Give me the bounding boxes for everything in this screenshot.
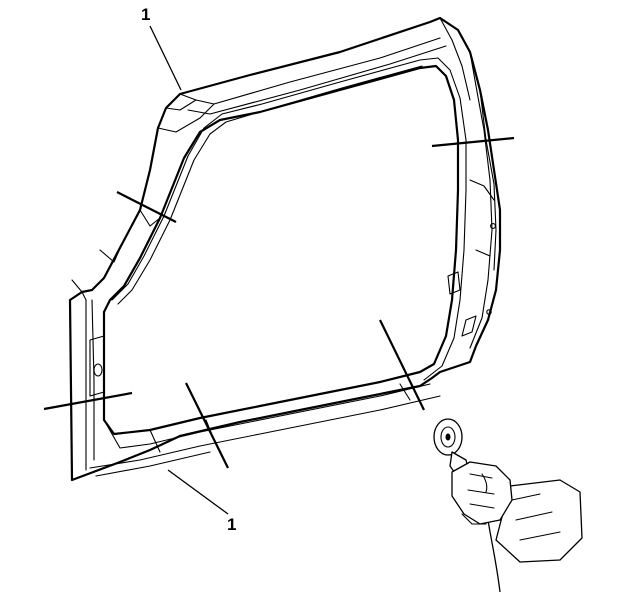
cut-line-hinge-pillar: [43, 391, 133, 411]
callout-number-top: 1: [141, 5, 150, 24]
cut-line-rocker-rear: [379, 319, 425, 411]
grinder-icon: [433, 418, 583, 592]
callout-top: 1: [141, 5, 182, 91]
callout-number-bottom: 1: [227, 515, 236, 534]
leader-line-bottom: [167, 469, 229, 515]
callout-bottom: 1: [167, 469, 236, 534]
cut-line-roof-rear: [431, 136, 515, 148]
leader-line-top: [149, 25, 182, 91]
cut-line-a-pillar: [116, 191, 177, 223]
cut-line-rocker-front: [185, 382, 229, 469]
cut-marks: [43, 136, 515, 469]
side-frame-panel: [68, 16, 502, 482]
